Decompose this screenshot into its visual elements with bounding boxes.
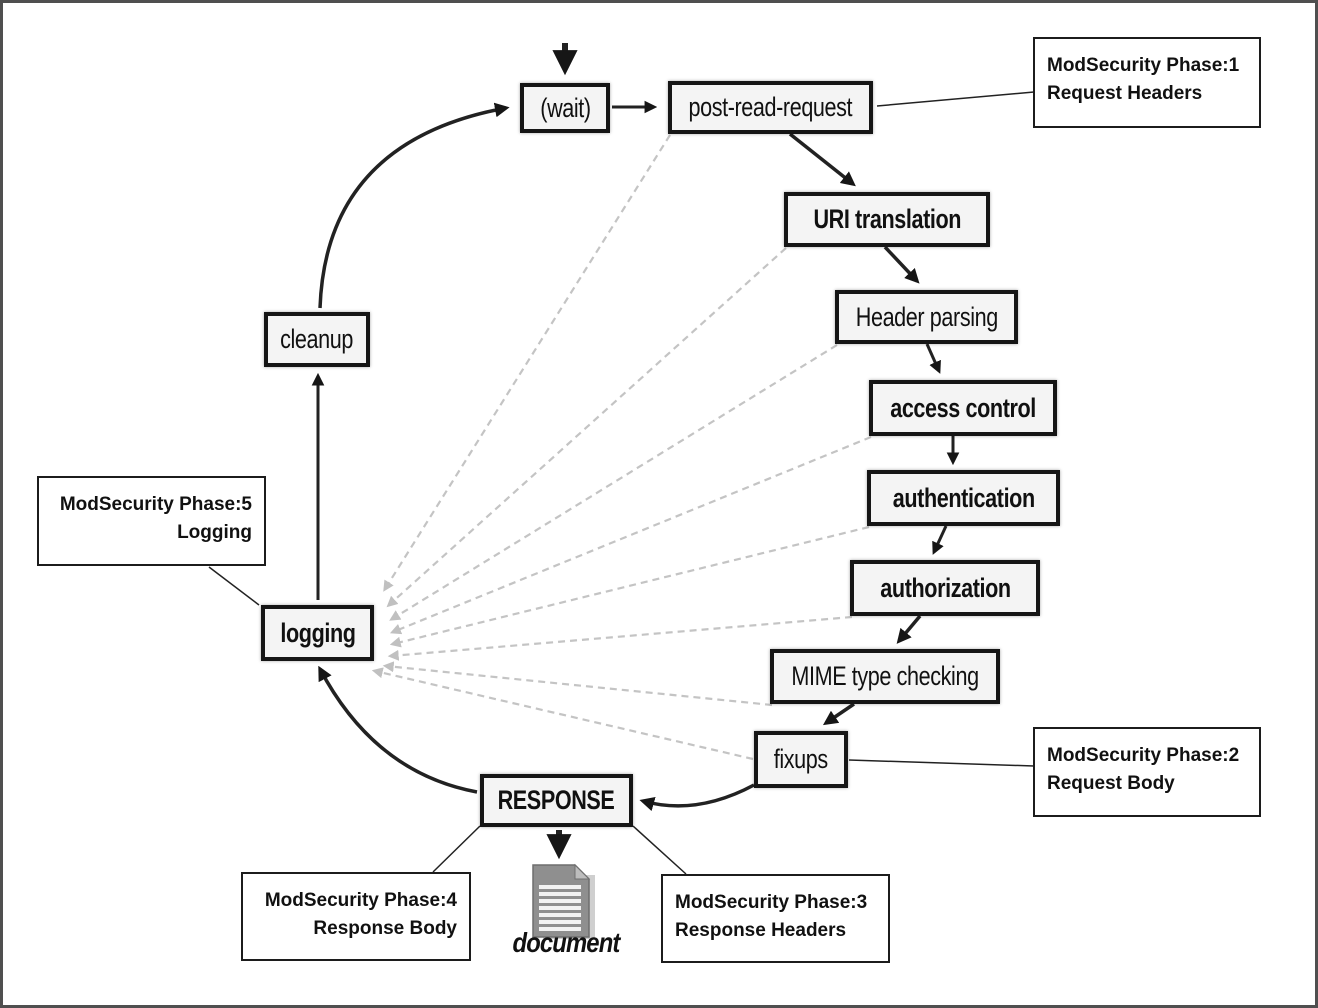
node-cleanup: cleanup xyxy=(264,312,370,367)
callout-phase4-line1: ModSecurity Phase:4 xyxy=(264,890,457,911)
node-fixups: fixups xyxy=(754,731,848,788)
callout-phase4: ModSecurity Phase:4 Response Body xyxy=(241,872,471,961)
callout-phase3-line2: Response Headers xyxy=(675,920,847,941)
dashed-edge-authentication-to-logging xyxy=(389,525,870,648)
document-icon xyxy=(532,863,595,939)
edge-post-read-request-to-uri-translation xyxy=(788,132,856,187)
edges-layer xyxy=(208,43,1035,875)
callout-phase5-line1: ModSecurity Phase:5 xyxy=(59,494,252,515)
connector-phase5-to-logging xyxy=(208,566,260,606)
node-authentication: authentication xyxy=(867,470,1060,526)
callout-phase2: ModSecurity Phase:2 Request Body xyxy=(1033,727,1261,817)
edge-mime-type-checking-to-fixups xyxy=(822,702,855,726)
callout-phase5: ModSecurity Phase:5 Logging xyxy=(37,476,266,566)
callout-phase2-line1: ModSecurity Phase:2 xyxy=(1047,745,1240,766)
node-authorization: authorization xyxy=(850,560,1040,616)
edge-authentication-to-authorization xyxy=(932,525,948,555)
callout-phase1: ModSecurity Phase:1 Request Headers xyxy=(1033,37,1261,128)
node-logging: logging xyxy=(261,605,374,661)
edge-uri-translation-to-header-parsing xyxy=(883,245,920,284)
document-label: document xyxy=(512,927,621,958)
edge-response-to-logging xyxy=(318,665,478,794)
node-uri-translation: URI translation xyxy=(784,192,990,247)
callout-phase4-line2: Response Body xyxy=(313,918,457,939)
node-response: RESPONSE xyxy=(480,774,633,827)
dashed-edge-mime-type-checking-to-logging xyxy=(382,661,773,707)
node-access-control: access control xyxy=(869,380,1057,436)
edge-header-parsing-to-access-control xyxy=(925,343,941,374)
dashed-edge-uri-translation-to-logging xyxy=(386,247,787,608)
dashed-edge-fixups-to-logging xyxy=(371,667,754,761)
connector-response-to-phase4 xyxy=(432,825,481,873)
dashed-edge-post-read-request-to-logging xyxy=(383,134,671,592)
connector-post-read-request-to-phase1 xyxy=(876,91,1035,107)
callout-phase2-line2: Request Body xyxy=(1047,773,1175,794)
callout-phase3-line1: ModSecurity Phase:3 xyxy=(675,892,868,913)
callout-phase3: ModSecurity Phase:3 Response Headers xyxy=(661,874,890,963)
dashed-edge-header-parsing-to-logging xyxy=(389,344,838,621)
edge-fixups-to-response xyxy=(639,783,755,812)
node-mime-type-checking: MIME type checking xyxy=(770,649,1000,704)
connector-fixups-to-phase2 xyxy=(848,759,1035,767)
edge-authorization-to-mime-type-checking xyxy=(896,614,922,644)
dashed-edge-authorization-to-logging xyxy=(387,615,853,661)
node-wait: (wait) xyxy=(520,83,610,133)
edge-cleanup-to-wait xyxy=(318,102,510,309)
node-post-read-request: post-read-request xyxy=(668,81,873,134)
dashed-edge-access-control-to-logging xyxy=(389,435,872,635)
callout-phase1-line2: Request Headers xyxy=(1047,83,1203,104)
callout-phase5-line2: Logging xyxy=(177,522,252,543)
callout-phase1-line1: ModSecurity Phase:1 xyxy=(1047,55,1240,76)
connector-response-to-phase3 xyxy=(632,825,687,875)
node-header-parsing: Header parsing xyxy=(835,290,1018,344)
